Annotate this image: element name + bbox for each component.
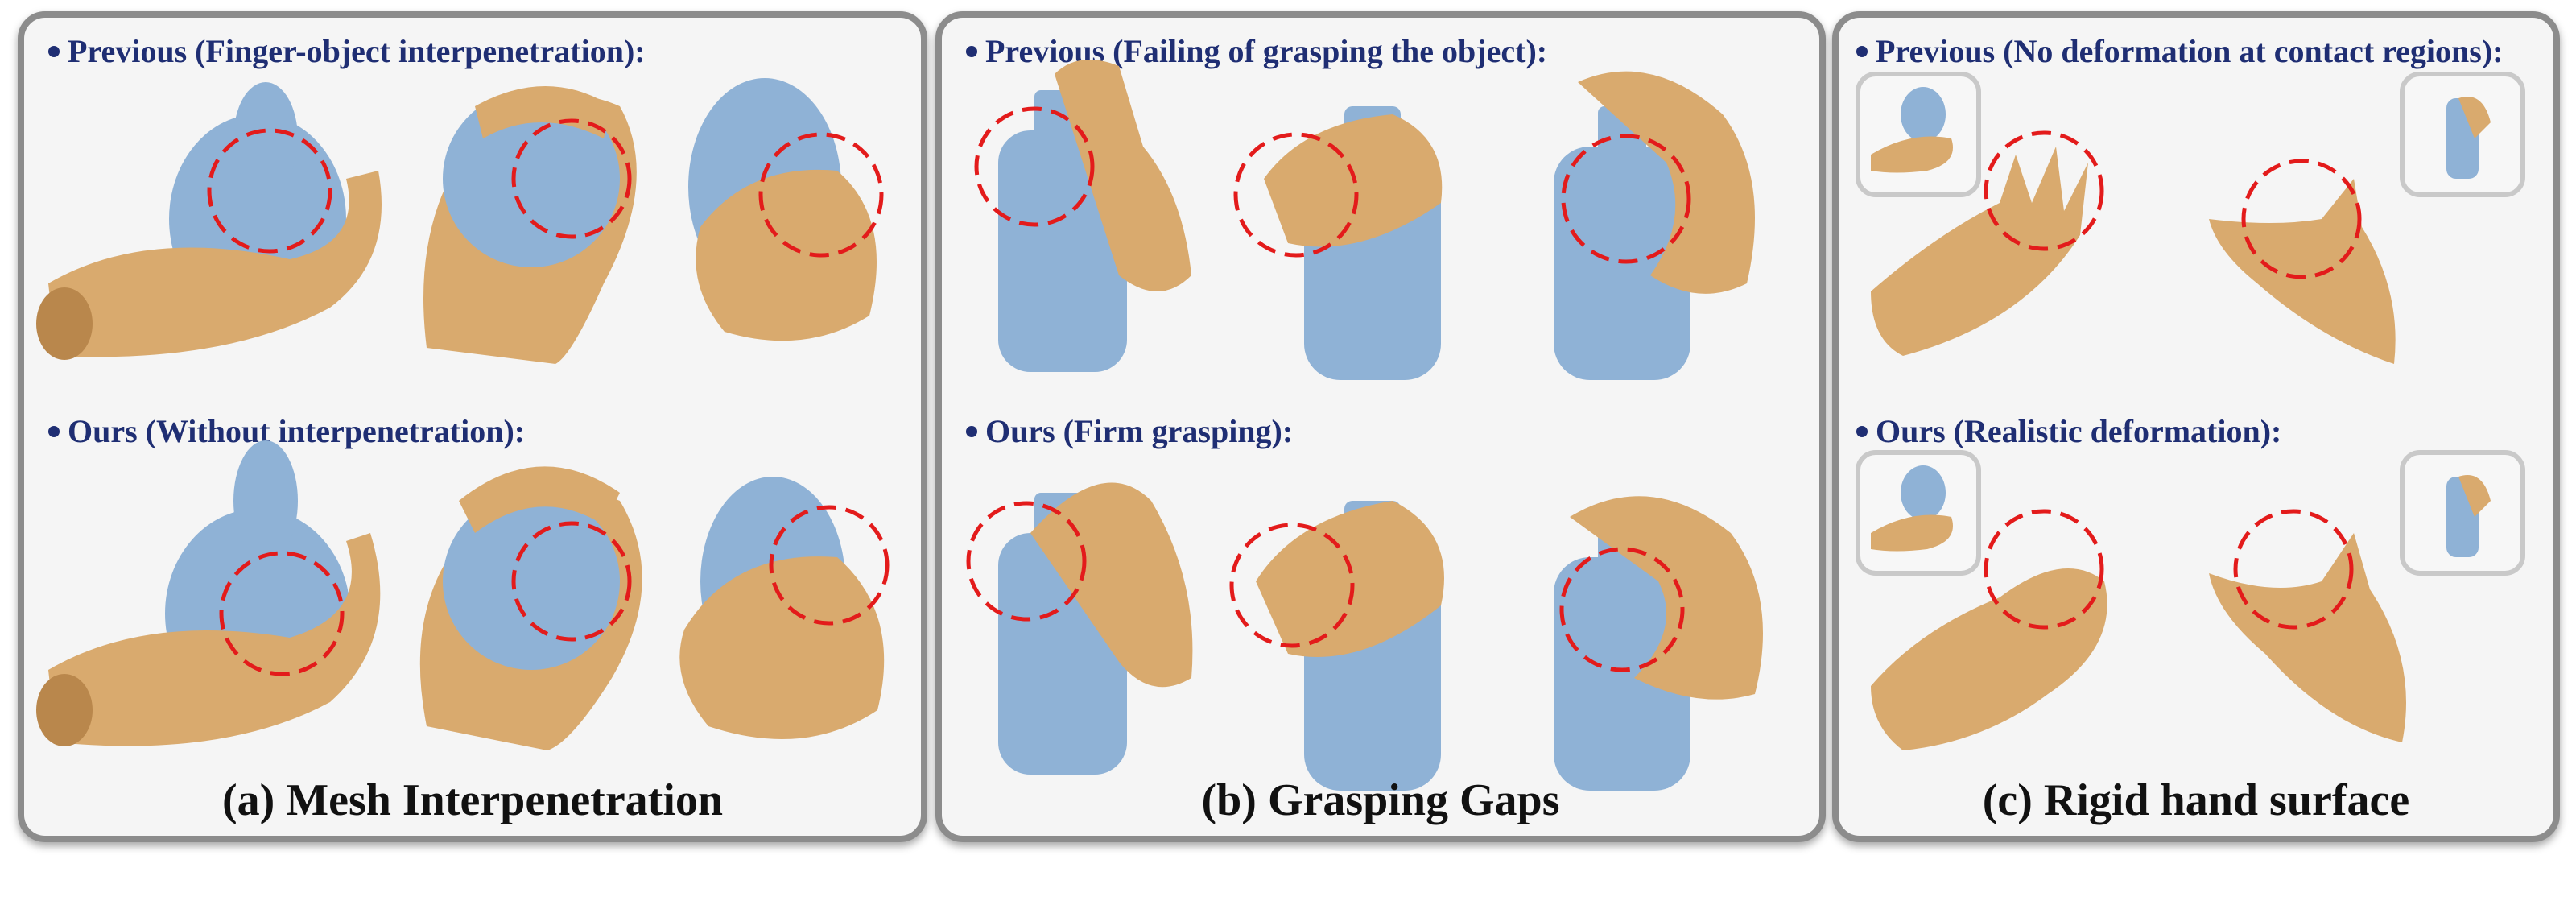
bullet-icon: [1856, 425, 1868, 437]
label-ours-text: Ours (Realistic deformation):: [1876, 413, 2282, 449]
contact-circle: [511, 118, 632, 239]
contact-circle: [974, 106, 1095, 227]
contact-circle: [1984, 509, 2104, 630]
caption-b: (b) Grasping Gaps: [1201, 775, 1560, 825]
contact-circle: [511, 521, 632, 642]
hand-open-2: [2209, 179, 2396, 364]
contact-circle: [966, 501, 1087, 622]
bullet-icon: [966, 425, 977, 437]
bullet-icon: [966, 45, 977, 57]
hand-cupped-1: [1871, 568, 2107, 750]
contact-circle: [1559, 547, 1685, 672]
hand-pear-2: [688, 78, 877, 341]
bullet-icon: [48, 45, 60, 57]
contact-circle: [1561, 134, 1691, 264]
hand-open-1: [1871, 147, 2088, 356]
bottle-4: [998, 482, 1193, 775]
illustrations-c: [1856, 72, 2525, 750]
illustrations-a: [36, 78, 890, 750]
label-ours-text: Ours (Firm grasping):: [985, 413, 1294, 449]
bottle-2: [1264, 106, 1443, 380]
contact-circle: [2233, 509, 2354, 630]
label-previous-text: Previous (No deformation at contact regi…: [1876, 33, 2504, 69]
label-ours-text: Ours (Without interpenetration):: [68, 413, 526, 449]
illustrations-b: [966, 60, 1763, 791]
hand-ball-1: [423, 86, 637, 365]
label-ours: Ours (Without interpenetration):: [48, 412, 525, 450]
panel-grasping-gaps: Previous (Failing of grasping the object…: [935, 11, 1826, 842]
bottle-3: [1554, 71, 1755, 380]
hand-pear-3: [36, 440, 381, 746]
contact-circle: [219, 551, 345, 676]
label-previous-text: Previous (Finger-object interpenetration…: [68, 33, 646, 69]
panel-mesh-interpenetration: Previous (Finger-object interpenetration…: [18, 11, 927, 842]
bottle-6: [1554, 496, 1763, 791]
bullet-icon: [1856, 45, 1868, 57]
bottle-1: [998, 60, 1191, 372]
caption-c: (c) Rigid hand surface: [1982, 775, 2410, 825]
label-ours: Ours (Realistic deformation):: [1856, 412, 2281, 450]
bullet-icon: [48, 425, 60, 437]
panel-rigid-hand-surface: Previous (No deformation at contact regi…: [1832, 11, 2560, 842]
label-ours: Ours (Firm grasping):: [966, 412, 1293, 450]
contact-circle: [2241, 159, 2362, 279]
hand-pear-1: [36, 82, 382, 360]
contact-circle: [769, 505, 890, 626]
contact-circle: [1233, 132, 1359, 258]
caption-a: (a) Mesh Interpenetration: [221, 775, 724, 825]
contact-circle: [207, 128, 332, 254]
label-previous: Previous (Finger-object interpenetration…: [48, 32, 646, 70]
label-previous: Previous (No deformation at contact regi…: [1856, 32, 2504, 70]
hand-ball-2: [419, 466, 642, 750]
contact-circle: [758, 132, 884, 258]
contact-circle: [1229, 523, 1355, 648]
hand-cupped-2: [2209, 533, 2406, 742]
hand-pear-4: [679, 477, 885, 739]
contact-circle: [1984, 130, 2104, 251]
